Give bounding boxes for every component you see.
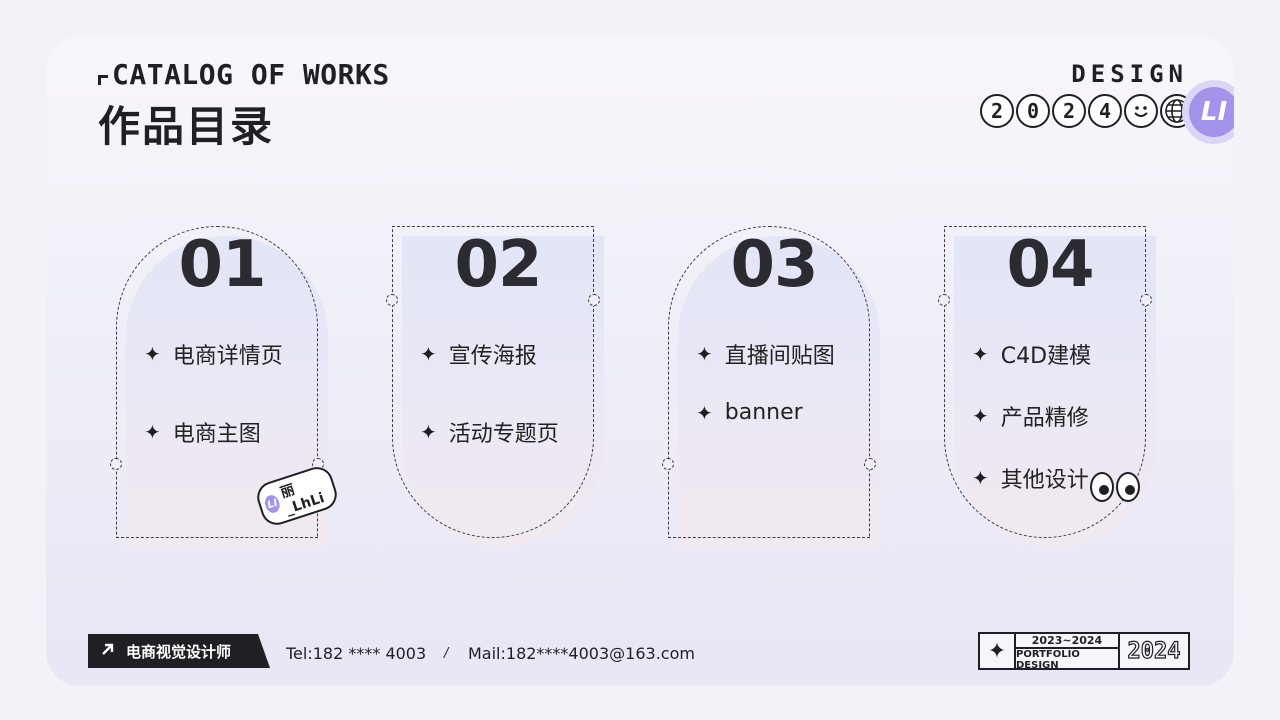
star-icon: ✦ [972,466,989,490]
page-header: CATALOG OF WORKS 作品目录 [98,58,390,154]
card-item-label: 宣传海报 [448,344,537,369]
card-item-list: ✦ 直播间贴图 ✦ banner [696,338,835,425]
year-digit: 0 [1016,94,1050,128]
badge-range: 2023~2024 [1016,634,1118,649]
card-item[interactable]: ✦ C4D建模 [972,338,1091,370]
year-badges: 2 0 2 4 [980,94,1194,128]
badge-year: 2024 [1127,638,1181,664]
catalog-card-03[interactable]: 03 ✦ 直播间贴图 ✦ banner [662,226,880,546]
card-item[interactable]: ✦ 活动专题页 [420,416,559,448]
card-item-list: ✦ 电商详情页 ✦ 电商主图 [144,338,283,448]
card-number: 03 [730,228,818,302]
card-item[interactable]: ✦ 电商详情页 [144,338,283,370]
contact-tel[interactable]: Tel:182 **** 4003 [286,644,427,663]
designer-role-tag: 电商视觉设计师 [88,634,270,668]
card-item-label: C4D建模 [1000,344,1092,369]
card-item-list: ✦ C4D建模 ✦ 产品精修 ✦ 其他设计 [972,338,1091,494]
card-notch [588,294,600,306]
star-icon: ✦ [972,342,989,366]
star-icon: ✦ [420,342,437,366]
corner-mark-icon [98,74,108,85]
eye-icon [1116,472,1140,502]
card-notch [662,458,674,470]
badge-caption: PORTFOLIO DESIGN [1016,649,1080,671]
card-item-label: 电商详情页 [172,344,283,369]
avatar: LI [1182,80,1234,144]
card-item-label: 活动专题页 [448,422,559,447]
card-item[interactable]: ✦ 宣传海报 [420,338,559,370]
portfolio-badge: ✦ 2023~2024 PORTFOLIO DESIGN 2024 [978,632,1190,671]
googly-eyes-icon [1090,472,1140,502]
contact-separator: / [444,646,449,661]
arrow-up-right-icon [100,641,116,662]
card-number: 04 [1006,228,1094,302]
star-icon: ✦ [972,404,989,428]
card-dashed-outline [116,226,318,538]
star-icon: ✦ [980,634,1016,668]
year-digit: 2 [1052,94,1086,128]
catalog-card-02[interactable]: 02 ✦ 宣传海报 ✦ 活动专题页 [386,226,604,546]
card-item-label: 产品精修 [1000,406,1089,431]
design-label: DESIGN [1071,60,1188,88]
card-item[interactable]: ✦ 直播间贴图 [696,338,835,370]
card-notch [386,294,398,306]
role-tag-label: 电商视觉设计师 [126,642,232,661]
card-number: 01 [178,228,266,302]
year-digit: 4 [1088,94,1122,128]
catalog-card-01[interactable]: 01 ✦ 电商详情页 ✦ 电商主图 LI 丽_LhLi [110,226,341,546]
card-dashed-outline [944,226,1146,538]
smiley-icon [1124,94,1158,128]
avatar-label: LI [1189,87,1234,137]
card-item-list: ✦ 宣传海报 ✦ 活动专题页 [420,338,559,448]
card-item[interactable]: ✦ 产品精修 [972,400,1091,432]
eye-icon [1090,472,1114,502]
catalog-title-cn: 作品目录 [98,102,275,151]
star-icon: ✦ [144,420,161,444]
card-number: 02 [454,228,542,302]
card-item[interactable]: ✦ banner [696,400,835,425]
card-dashed-outline [668,226,870,538]
catalog-card-04[interactable]: 04 ✦ C4D建模 ✦ 产品精修 ✦ 其他设计 [938,226,1156,546]
card-notch [864,458,876,470]
card-item-label: banner [724,400,803,425]
card-item[interactable]: ✦ 电商主图 [144,416,283,448]
badge-text: 2023~2024 PORTFOLIO DESIGN [1016,634,1120,671]
card-item-label: 电商主图 [172,422,261,447]
catalog-title-en: CATALOG OF WORKS [98,58,390,91]
catalog-title-en-text: CATALOG OF WORKS [112,58,390,91]
card-notch [938,294,950,306]
star-icon: ✦ [696,400,713,425]
card-item-label: 直播间贴图 [724,344,835,369]
main-panel: CATALOG OF WORKS 作品目录 DESIGN 2 0 2 4 LI … [46,36,1234,686]
star-icon: ✦ [420,420,437,444]
card-notch [110,458,122,470]
sticker-text: 丽_LhLi [278,481,327,518]
sticker-badge: LI [262,493,283,515]
card-notch [1140,294,1152,306]
star-icon: ✦ [144,342,161,366]
card-item[interactable]: ✦ 其他设计 [972,462,1091,494]
year-digit: 2 [980,94,1014,128]
star-icon: ✦ [696,342,713,366]
card-item-label: 其他设计 [1000,468,1089,493]
card-dashed-outline [392,226,594,538]
contact-mail[interactable]: Mail:182****4003@163.com [468,644,695,663]
